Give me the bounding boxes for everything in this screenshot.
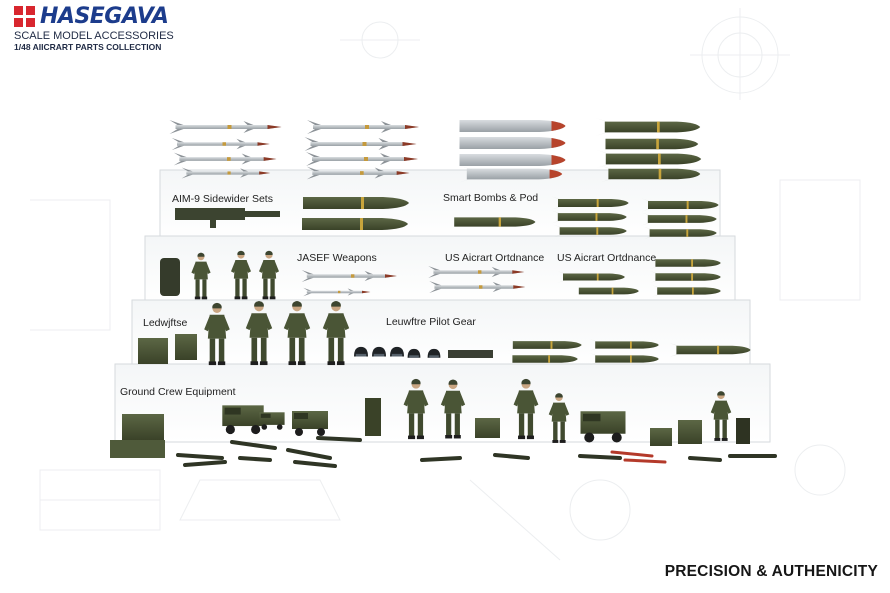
label-us-ordnance-2: US Aicrart Ortdnance (557, 252, 657, 264)
label-us-ordnance-1: US Aicrart Ortdnance (445, 252, 545, 264)
tier2-items (160, 250, 721, 300)
label-smart-bombs: Smart Bombs & Pod (443, 192, 539, 204)
brand-tagline: SCALE MODEL ACCESSORIES (14, 30, 174, 42)
brand-subtag: 1/48 AIICRART PARTS COLLECTION (14, 42, 162, 52)
tier4-items (110, 378, 750, 458)
label-jasef-weapons: JASEF Weapons (297, 252, 377, 264)
tier1-ordnance (175, 193, 719, 240)
brand-logo: HASEGAVA SCALE MODEL ACCESSORIES 1/48 AI… (14, 6, 174, 52)
label-ledwjftse: Ledwjftse (143, 317, 188, 329)
brand-name: HASEGAVA (40, 4, 169, 29)
label-aim9-sets: AIM-9 Sidewider Sets (172, 193, 273, 205)
footer-slogan: PRECISION & AUTHENICITY (664, 563, 878, 580)
red-tools (610, 450, 667, 464)
front-tools (176, 436, 777, 468)
label-ground-crew: Ground Crew Equipment (120, 386, 236, 398)
cross-logo-icon (14, 6, 36, 28)
label-pilot-gear: Leuwftre Pilot Gear (386, 316, 476, 328)
tier3-items (138, 300, 751, 366)
